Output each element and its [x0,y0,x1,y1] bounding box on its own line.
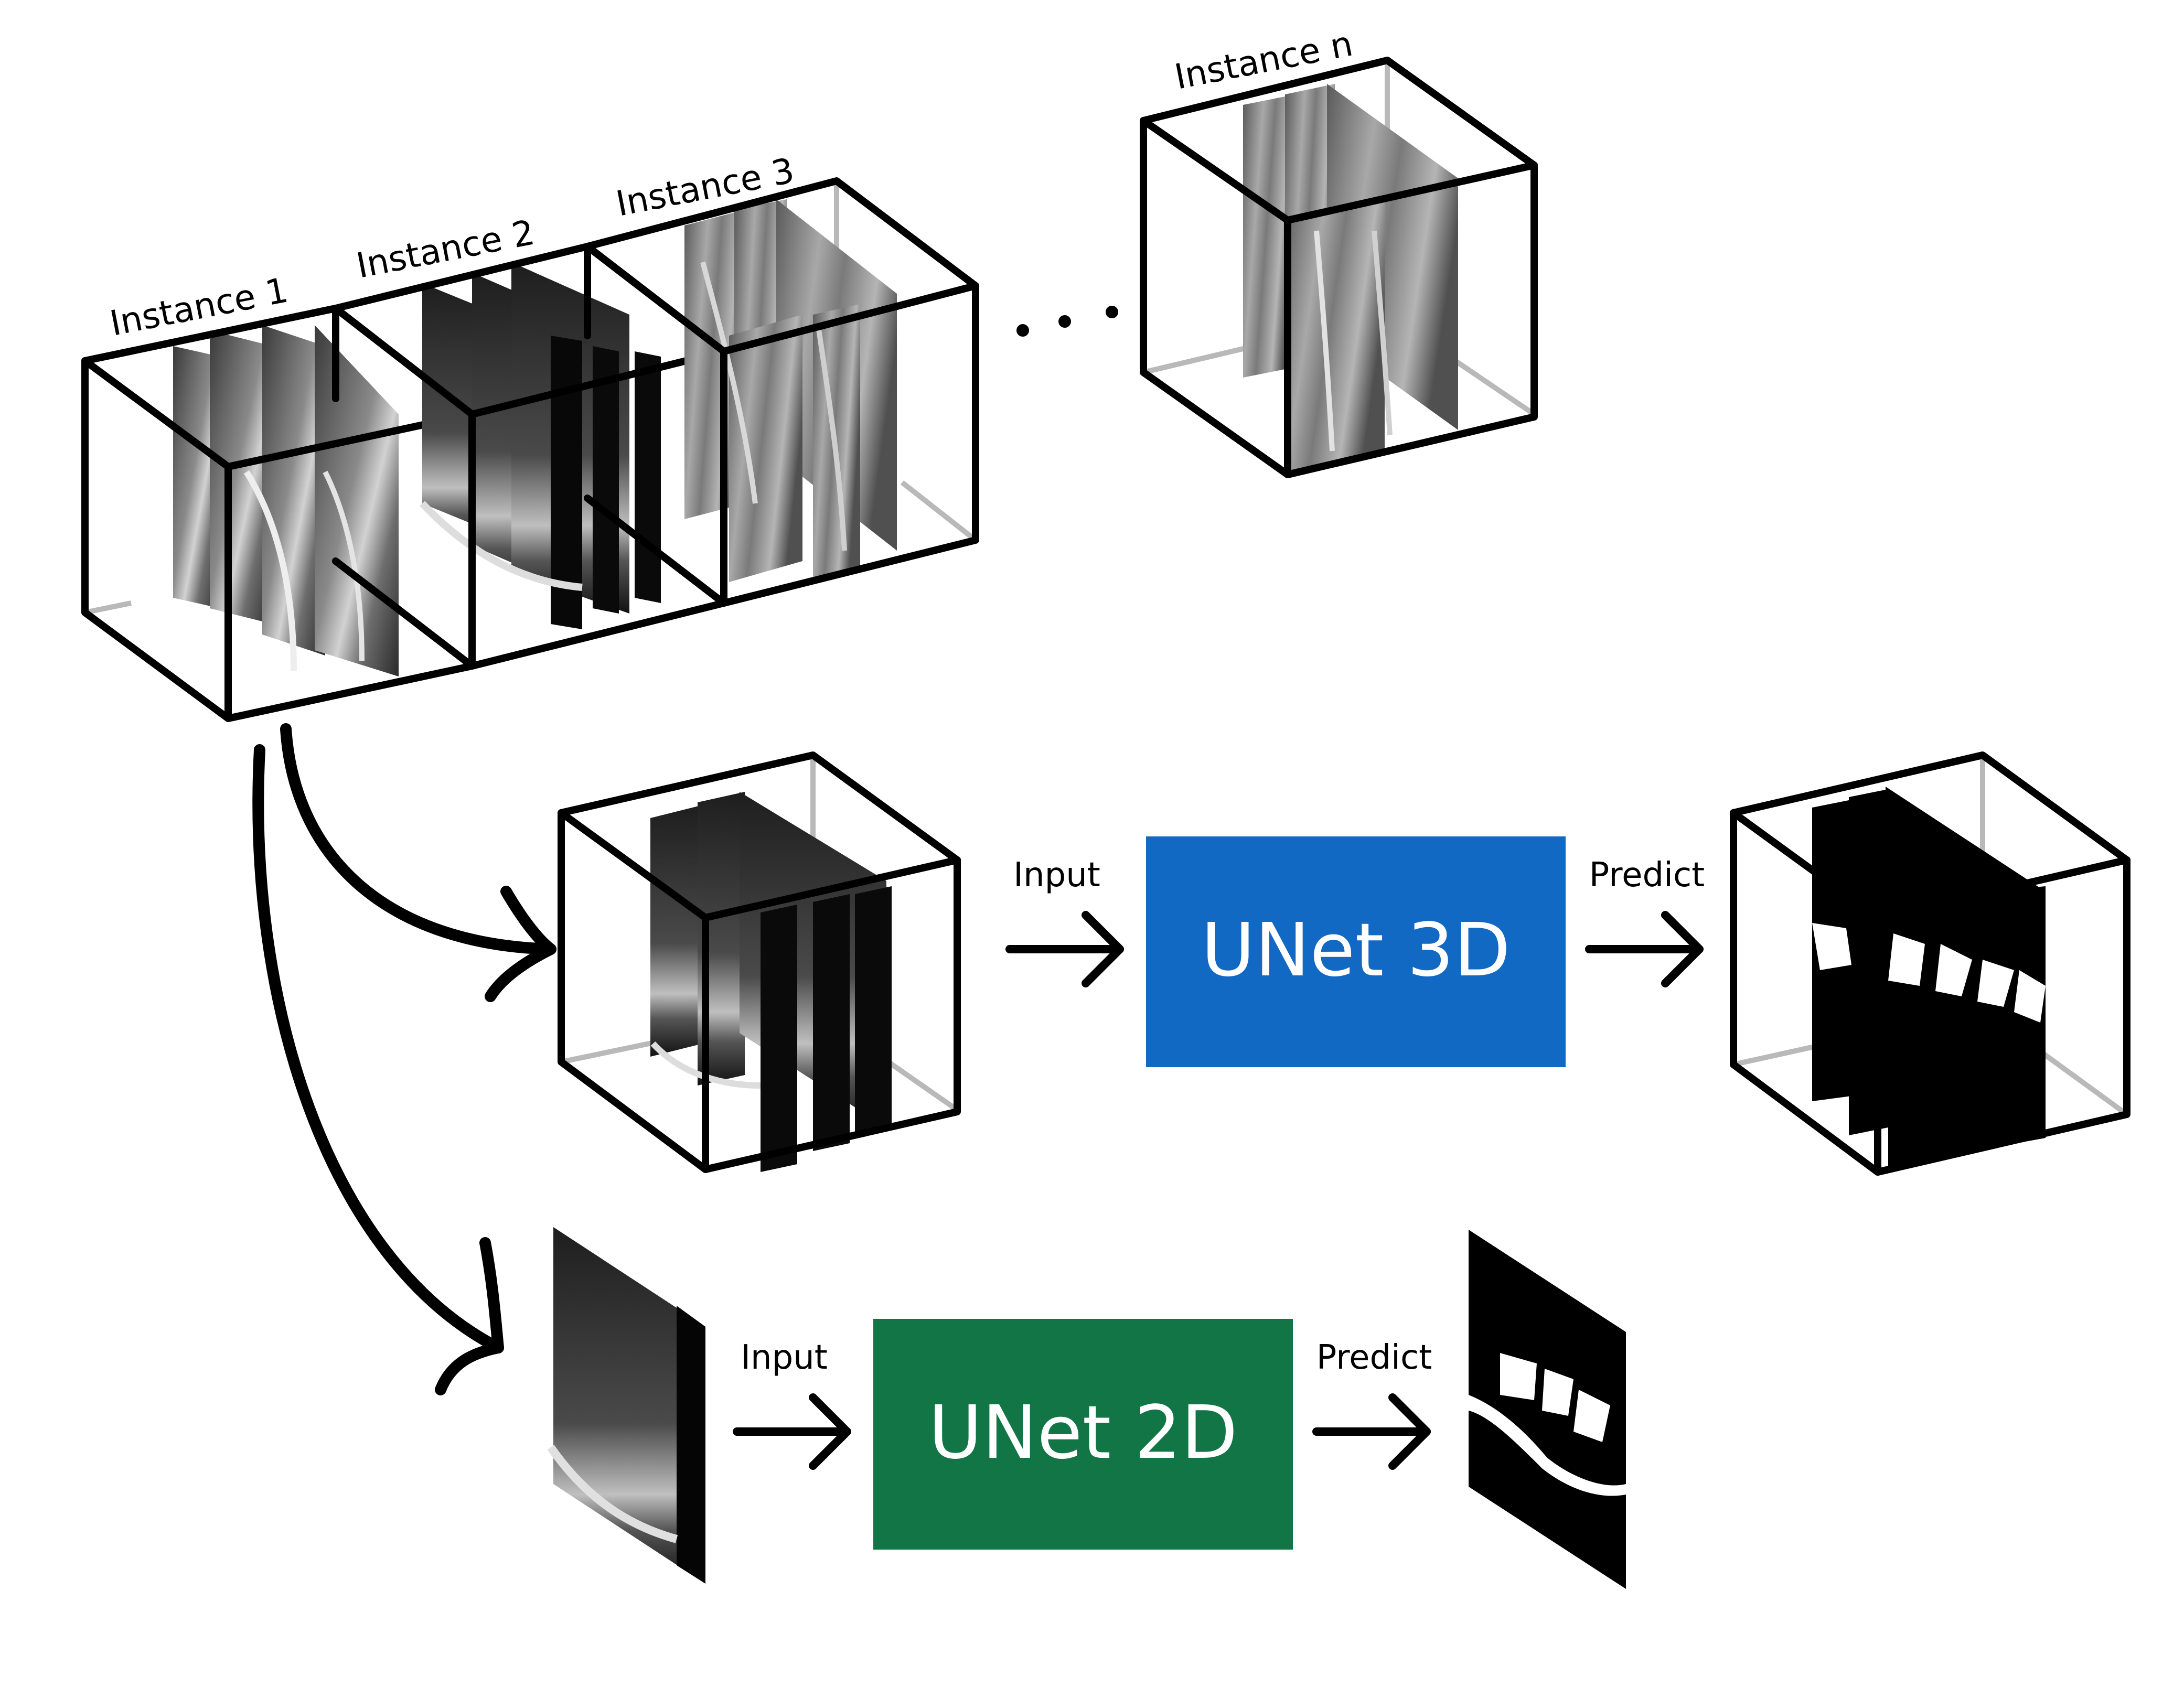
predict-label-2d: Predict [1316,1338,1432,1377]
input-arrow-2d [733,1393,851,1470]
predict-arrow-2d [1312,1393,1431,1470]
output-mask-2d [1469,1230,1626,1589]
output-volume-3d [1730,751,2131,1176]
instance-n-slices [1243,84,1458,472]
arrow-to-3d-input [280,723,556,1002]
unet-2d-box [873,1319,1293,1550]
instance-3-slices [684,199,897,582]
output-volume-3d-wireframe [1730,751,2131,1176]
instance-1-slices [173,325,399,676]
instance-3-volume: Instance 3 [584,151,979,607]
instance-2-slices [419,262,661,629]
input-slice-2d [547,1227,705,1584]
pipeline-2d: Input UNet 2D Predict [547,1227,1626,1589]
unet-3d-label: UNet 3D [1201,908,1511,993]
instance-2-label: Instance 2 [353,212,538,286]
instance-n-wireframe [1140,57,1538,478]
unet-3d-box [1146,836,1566,1067]
input-arrow-3d [1005,911,1124,987]
pipeline-3d: Input UNet 3D Predict [558,751,2131,1176]
unet-2d-label: UNet 2D [928,1390,1238,1476]
instance-1-volume: Instance 1 [81,270,476,722]
input-volume-3d-slices [650,792,892,1172]
input-label-2d: Input [741,1338,828,1377]
output-mask-slices-3d [1812,787,2046,1169]
predict-arrow-3d [1585,911,1704,987]
predict-label-3d: Predict [1589,856,1705,895]
input-label-3d: Input [1013,856,1100,895]
arrow-to-2d-input [252,744,504,1395]
instance-3-wireframe [584,177,979,607]
input-volume-3d [558,751,961,1173]
instance-n-volume: Instance n [1140,24,1538,478]
input-volume-3d-wireframe [558,751,961,1173]
ellipsis [1016,306,1118,337]
